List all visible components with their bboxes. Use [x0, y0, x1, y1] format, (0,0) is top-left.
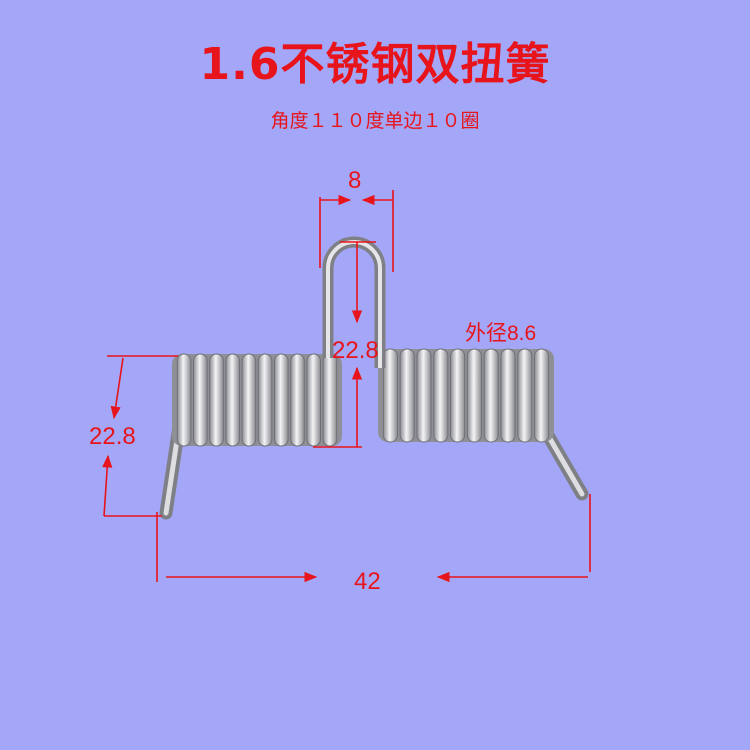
coil-winding: [450, 348, 466, 443]
coil-winding: [500, 348, 516, 443]
coil-winding: [290, 353, 305, 447]
coil-winding: [399, 348, 415, 443]
coil-winding: [382, 348, 398, 443]
coil-winding: [534, 348, 550, 443]
coil-winding: [416, 348, 432, 443]
dimension-annotations: [102, 190, 591, 583]
coil-winding: [225, 353, 241, 447]
page-title: 1.6不锈钢双扭簧: [199, 39, 551, 90]
outer-diameter-label: 外径8.6: [465, 322, 536, 345]
coil-winding: [241, 353, 257, 447]
center-leg-label: 22.8: [332, 337, 379, 364]
coil-winding: [483, 348, 499, 443]
total-span-label: 42: [354, 568, 381, 595]
coil-winding: [176, 353, 192, 447]
coil-winding: [209, 353, 224, 447]
gap-width-label: 8: [348, 167, 361, 194]
right-coil: [378, 348, 554, 443]
left-coil: [172, 353, 342, 447]
coil-winding: [192, 353, 208, 447]
coil-winding: [306, 353, 322, 447]
coil-winding: [466, 348, 482, 443]
coil-winding: [257, 353, 273, 447]
side-leg-label: 22.8: [89, 423, 136, 450]
torsion-spring: [159, 236, 589, 520]
coil-winding: [322, 353, 338, 447]
page-subtitle: 角度１１０度单边１０圈: [270, 110, 480, 132]
coil-winding: [273, 353, 289, 447]
coil-winding: [517, 348, 533, 443]
coil-winding: [433, 348, 449, 443]
